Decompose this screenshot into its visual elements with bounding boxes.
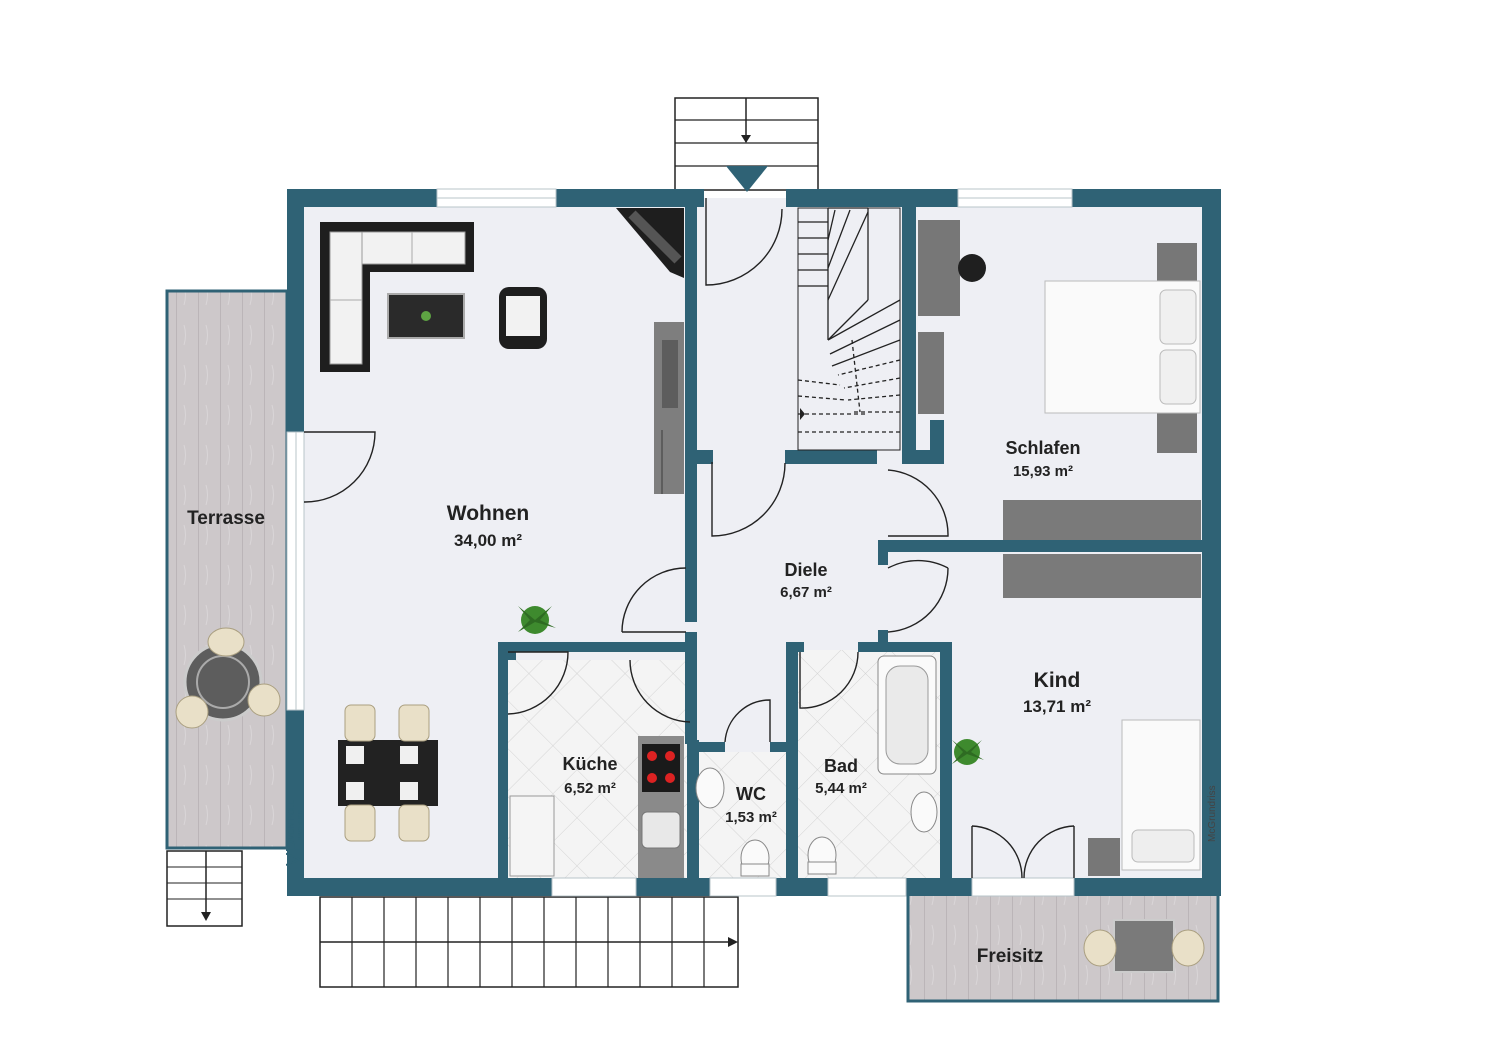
outside-label-freisitz: Freisitz (977, 946, 1044, 967)
room-label-wc: WC (736, 784, 766, 804)
coffee-table-icon (387, 293, 465, 339)
walls (287, 189, 1221, 896)
bath-sink-icon (807, 791, 938, 875)
tv-corner-icon (616, 208, 684, 278)
stair-direction-arrow-icon (800, 408, 805, 420)
terrace-deck (165, 289, 289, 850)
plant-icon (518, 606, 556, 634)
room-label-diele: Diele (784, 560, 827, 580)
bathtub-icon (877, 655, 937, 775)
room-area-wc: 1,53 m² (725, 809, 777, 826)
room-area-wohnen: 34,00 m² (454, 531, 522, 550)
bed-icon (1088, 719, 1201, 876)
fridge-icon (509, 795, 555, 877)
windows (286, 188, 1075, 897)
window-lines (295, 197, 1072, 710)
room-label-kueche: Küche (562, 754, 617, 774)
room-area-kind: 13,71 m² (1023, 697, 1091, 716)
bed-icon (1044, 243, 1201, 453)
toilet-icon (695, 767, 770, 877)
sideboard-icon (654, 322, 684, 494)
bottom-stairs (319, 896, 739, 988)
doors (303, 198, 1075, 879)
wardrobe-icon (1003, 500, 1201, 598)
kitchen-counter (509, 736, 684, 878)
plant-icon (952, 739, 984, 765)
room-label-schlafen: Schlafen (1005, 438, 1080, 458)
room-label-wohnen: Wohnen (447, 502, 529, 525)
armchair-icon (499, 287, 547, 349)
room-area-kueche: 6,52 m² (564, 780, 616, 797)
terrace-stairs (166, 850, 243, 927)
room-area-diele: 6,67 m² (780, 584, 832, 601)
table-icon (1083, 919, 1205, 973)
stove-icon (642, 744, 680, 792)
staircase (797, 207, 901, 451)
room-label-kind: Kind (1034, 669, 1081, 692)
agency-logo: VP VON POLL IMMOBILIEN (283, 799, 305, 866)
entrance-arrow-icon (726, 166, 768, 192)
svg-text:IMMOBILIEN: IMMOBILIEN (298, 810, 304, 840)
dining-table-icon (338, 704, 438, 842)
svg-text:VP: VP (283, 839, 305, 866)
round-table-icon (175, 627, 281, 729)
room-label-bad: Bad (824, 756, 858, 776)
sofa-icon (320, 222, 474, 372)
svg-text:VON POLL: VON POLL (287, 799, 296, 840)
room-area-bad: 5,44 m² (815, 780, 867, 797)
sink-icon (641, 811, 681, 849)
outside-label-terrasse: Terrasse (187, 508, 265, 529)
credit-label: McGrundriss (1207, 785, 1218, 842)
room-area-schlafen: 15,93 m² (1013, 463, 1073, 480)
desk-icon (918, 220, 986, 414)
